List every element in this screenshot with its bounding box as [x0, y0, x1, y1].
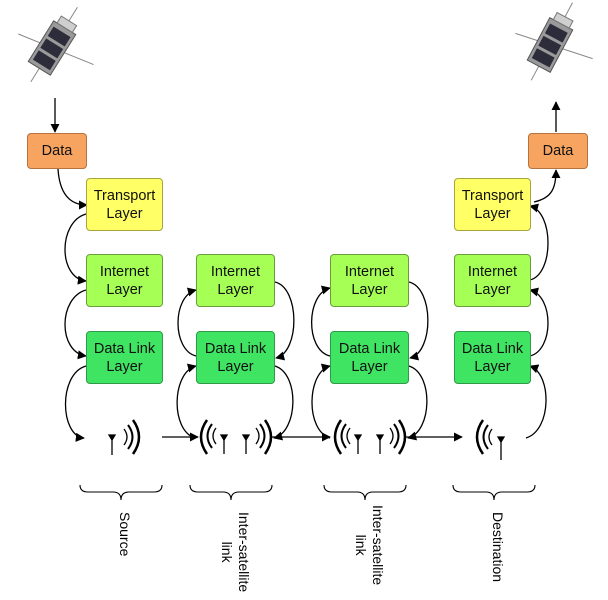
destination-datalink-layer: Data Link Layer	[454, 331, 531, 384]
radio-antenna-icon	[333, 419, 407, 455]
source-datalink-layer: Data Link Layer	[86, 331, 163, 384]
radio-antenna-icon	[107, 419, 141, 455]
relay2-datalink-layer: Data Link Layer	[330, 331, 409, 384]
source-bracket	[79, 484, 163, 501]
destination-data-box: Data	[528, 133, 588, 169]
relay1-datalink-layer: Data Link Layer	[196, 331, 275, 384]
relay1-flow-arrows	[162, 281, 331, 442]
node-brackets	[79, 484, 536, 501]
source-internet-layer: Internet Layer	[86, 254, 163, 307]
source-label: Source	[117, 512, 133, 557]
destination-internet-layer: Internet Layer	[454, 254, 531, 307]
destination-transport-layer: Transport Layer	[454, 178, 531, 231]
relay2-flow-arrows	[311, 281, 463, 442]
source-transport-layer: Transport Layer	[86, 178, 163, 231]
source-data-box: Data	[27, 133, 87, 169]
relay1-bracket	[189, 484, 273, 501]
relay1-label: Inter-satellite link	[219, 512, 252, 593]
destination-flow-arrows	[525, 101, 561, 439]
relay1-internet-layer: Internet Layer	[196, 254, 275, 307]
relay2-label: Inter-satellite link	[353, 505, 386, 586]
radio-antenna-icon	[475, 419, 506, 460]
destination-bracket	[452, 484, 536, 501]
radio-antenna-icon	[199, 419, 273, 455]
cubesat-satellite-icon	[515, 2, 593, 81]
source-flow-arrows	[50, 98, 88, 442]
cubesat-satellite-icon	[18, 7, 94, 83]
relay2-internet-layer: Internet Layer	[330, 254, 409, 307]
destination-label: Destination	[490, 512, 506, 583]
relay2-bracket	[323, 484, 407, 501]
